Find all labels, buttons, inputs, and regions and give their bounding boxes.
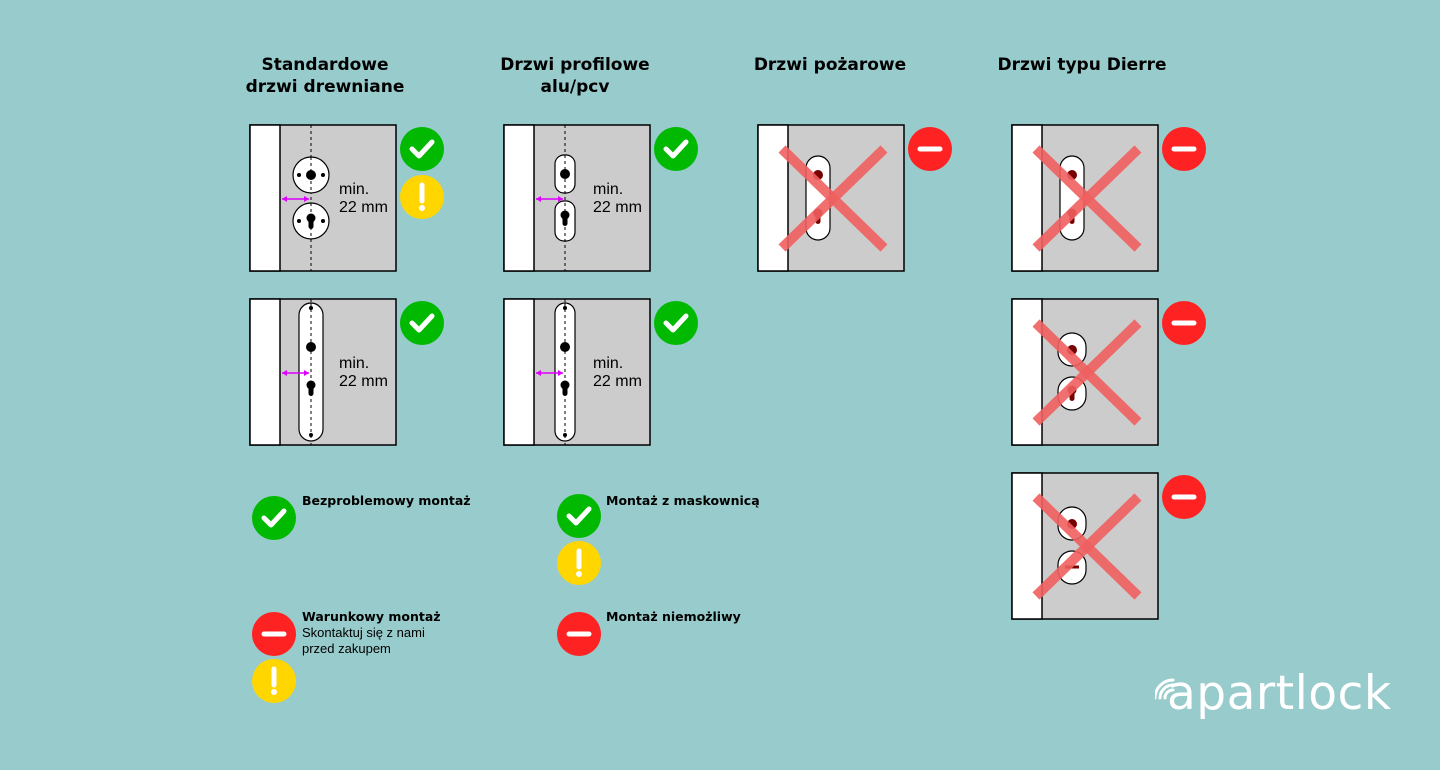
no-entry-icon — [908, 127, 952, 171]
door-frame — [503, 298, 535, 446]
cross-line — [1032, 145, 1142, 252]
screw-hole — [563, 433, 567, 437]
door-diagram-narrow-plates: min.22 mm — [503, 124, 651, 272]
legend-title: Bezproblemowy montaż — [302, 493, 471, 508]
keyhole-top — [306, 213, 316, 223]
keyhole-slot — [308, 386, 314, 396]
cross-line — [1032, 493, 1142, 600]
door-diagram-short-long-plate — [1011, 124, 1159, 272]
check-icon — [400, 127, 444, 171]
door-diagram-oval-pair — [1011, 298, 1159, 446]
status-circle — [400, 301, 444, 345]
no-entry-icon — [1162, 301, 1206, 345]
legend-subtitle: Skontaktuj się z nami przed zakupem — [302, 625, 425, 656]
door-frame — [249, 298, 281, 446]
status-circle — [252, 496, 296, 540]
wifi-signal-icon — [1153, 678, 1175, 700]
cross-line — [1032, 319, 1142, 426]
status-circle — [654, 127, 698, 171]
screw-hole — [563, 306, 567, 310]
warning-icon — [557, 541, 601, 585]
check-mark — [663, 139, 689, 159]
screw-hole — [309, 306, 313, 310]
status-circle — [654, 301, 698, 345]
measure-label-value: 22 mm — [593, 199, 642, 216]
title-line: alu/pcv — [540, 77, 610, 97]
door-frame — [503, 124, 535, 272]
logo-text: apartlock — [1167, 666, 1392, 721]
title-line: drzwi drewniane — [245, 77, 405, 97]
measure-label-min: min. — [593, 181, 623, 198]
legend-item-easy: Bezproblemowy montaż — [302, 493, 471, 509]
check-icon — [252, 496, 296, 540]
legend-title: Montaż niemożliwy — [606, 609, 741, 624]
measure-label-min: min. — [339, 181, 369, 198]
exclamation-dot — [271, 689, 277, 695]
screw-hole — [297, 173, 301, 177]
legend-item-conditional: Warunkowy montaż Skontaktuj się z nami p… — [302, 609, 452, 657]
no-entry-icon — [252, 612, 296, 656]
check-mark — [663, 313, 689, 333]
check-mark — [566, 506, 592, 526]
keyhole-top — [306, 380, 316, 390]
measure-label-value: 22 mm — [593, 373, 642, 390]
title-line: Drzwi pożarowe — [753, 55, 907, 75]
keyhole-slot — [308, 219, 314, 229]
exclamation-dot — [576, 571, 582, 577]
apartlock-logo: apartlock — [1153, 666, 1395, 732]
keyhole-top — [560, 380, 570, 390]
measure-label-min: min. — [339, 355, 369, 372]
check-icon — [400, 301, 444, 345]
column-title-dierre-door: Drzwi typu Dierre — [980, 54, 1184, 76]
exclamation-dot — [419, 205, 425, 211]
door-diagram-oval-pair-dash — [1011, 472, 1159, 620]
check-icon — [654, 301, 698, 345]
legend-title: Warunkowy montaż — [302, 609, 441, 624]
legend-item-cover-plate: Montaż z maskownicą — [606, 493, 760, 509]
door-diagram-rosettes: min.22 mm — [249, 124, 397, 272]
door-frame — [249, 124, 281, 272]
check-mark — [261, 508, 287, 528]
cross-line — [778, 145, 888, 252]
legend-title: Montaż z maskownicą — [606, 493, 760, 508]
status-circle — [557, 494, 601, 538]
screw-hole — [321, 173, 325, 177]
no-entry-icon — [557, 612, 601, 656]
handle-hole — [560, 342, 570, 352]
keyhole-slot — [562, 386, 568, 396]
warning-icon — [252, 659, 296, 703]
handle-hole — [560, 169, 570, 179]
warning-icon — [400, 175, 444, 219]
column-title-standard-wood: Standardowe drzwi drewniane — [230, 54, 420, 98]
measure-label-value: 22 mm — [339, 199, 388, 216]
door-diagram-long-plate: min.22 mm — [249, 298, 397, 446]
column-title-fire-door: Drzwi pożarowe — [730, 54, 930, 76]
check-icon — [557, 494, 601, 538]
screw-hole — [309, 433, 313, 437]
check-mark — [409, 313, 435, 333]
check-icon — [654, 127, 698, 171]
title-line: Drzwi profilowe — [500, 55, 650, 75]
door-diagram-short-long-plate — [757, 124, 905, 272]
keyhole-top — [560, 210, 570, 220]
column-title-profile-alu-pvc: Drzwi profilowe alu/pcv — [480, 54, 670, 98]
screw-hole — [297, 219, 301, 223]
handle-hole — [306, 170, 316, 180]
no-entry-icon — [1162, 475, 1206, 519]
check-mark — [409, 139, 435, 159]
title-line: Standardowe — [261, 55, 389, 75]
screw-hole — [321, 219, 325, 223]
title-line: Drzwi typu Dierre — [997, 55, 1167, 75]
status-circle — [400, 127, 444, 171]
door-diagram-long-plate-narrow: min.22 mm — [503, 298, 651, 446]
handle-hole — [306, 342, 316, 352]
legend-item-impossible: Montaż niemożliwy — [606, 609, 741, 625]
measure-label-value: 22 mm — [339, 373, 388, 390]
measure-label-min: min. — [593, 355, 623, 372]
keyhole-slot — [562, 216, 568, 226]
no-entry-icon — [1162, 127, 1206, 171]
